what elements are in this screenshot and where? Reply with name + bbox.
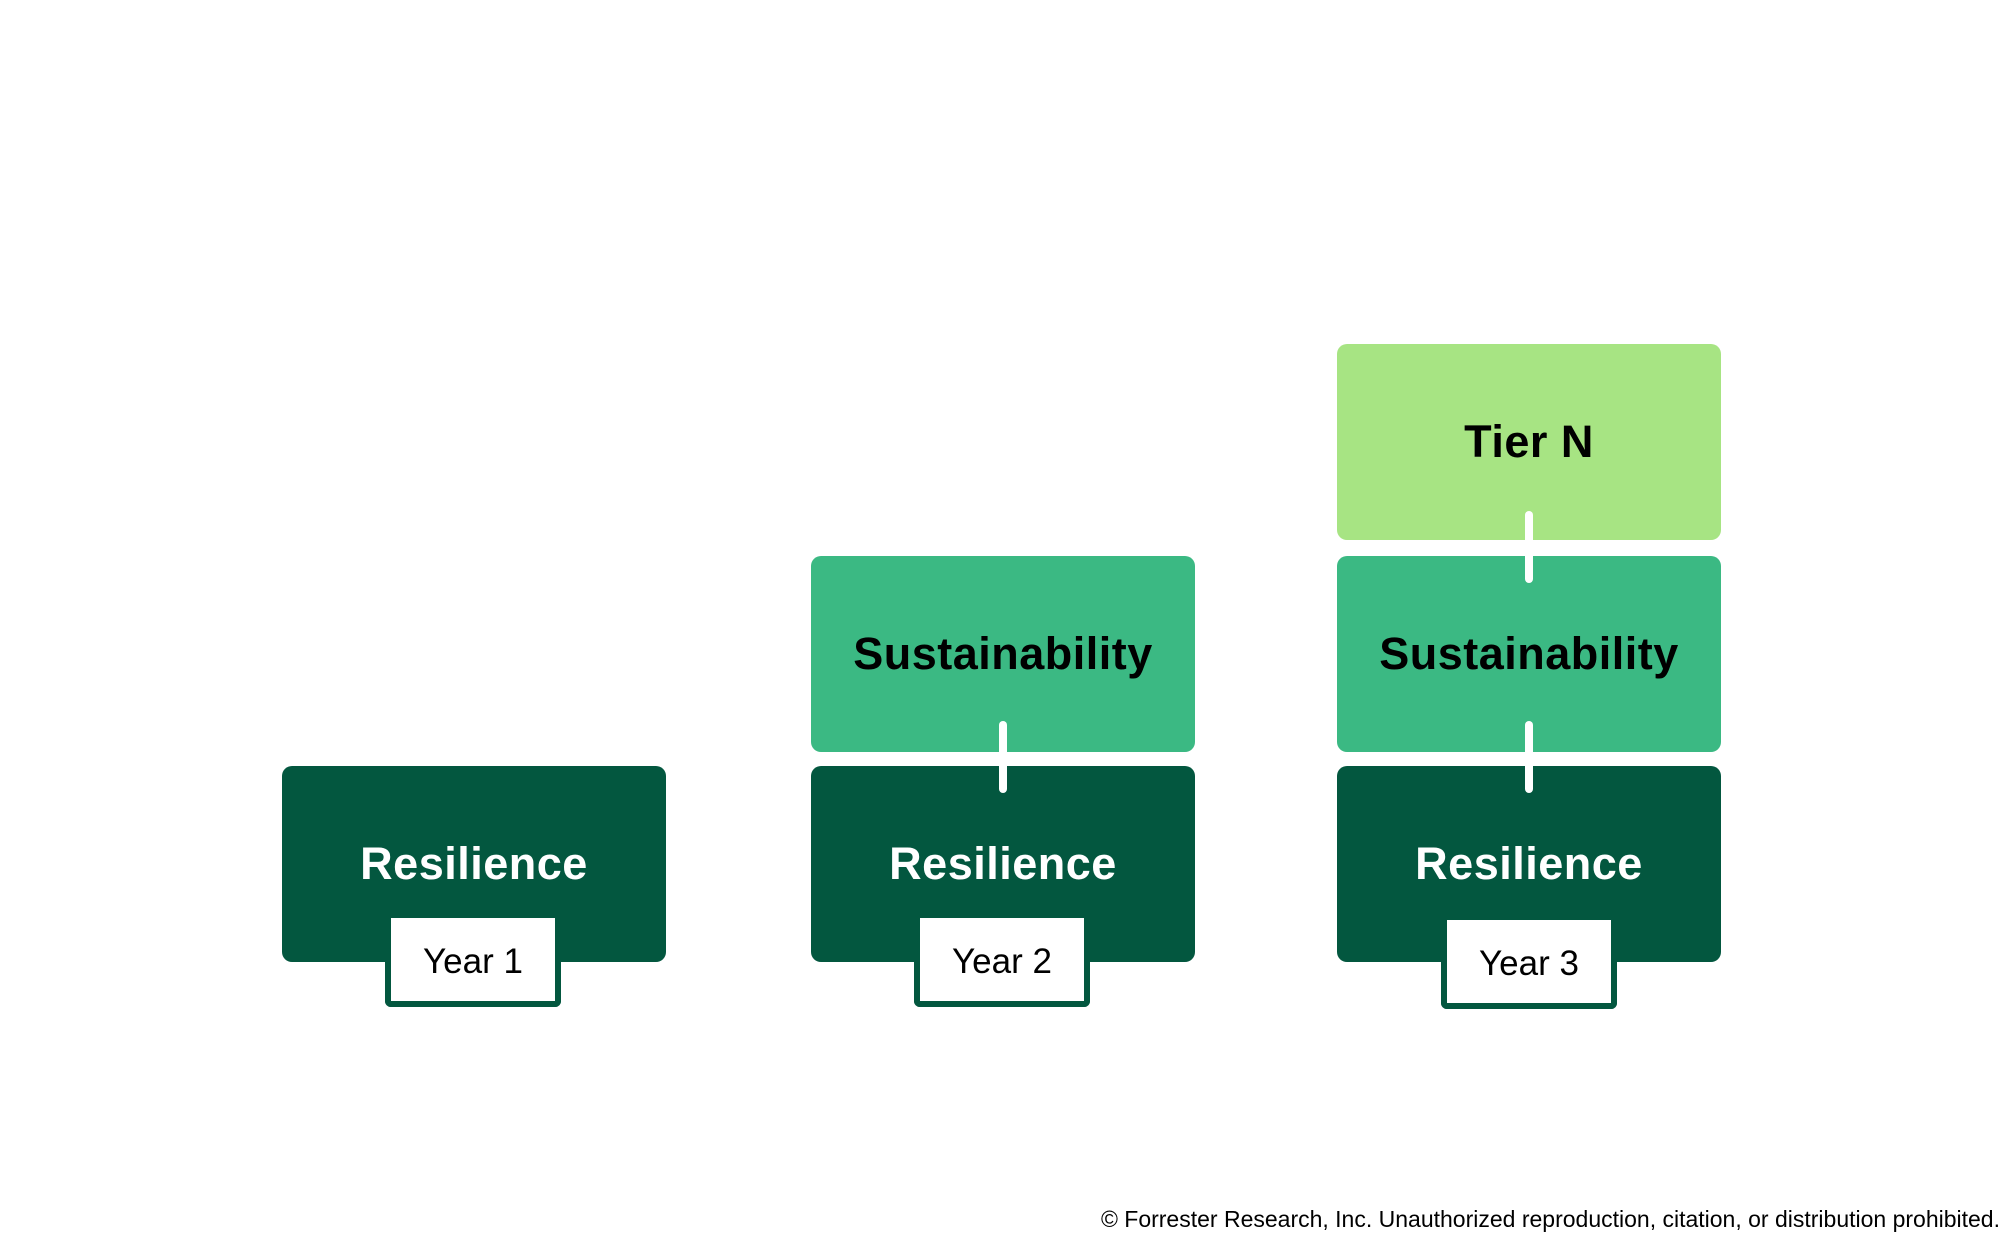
year-1-tag: Year 1 — [385, 918, 561, 1007]
sustainability-block-year-2: Sustainability — [811, 556, 1195, 752]
year-2-label: Year 2 — [952, 941, 1052, 981]
year-3-tag: Year 3 — [1441, 920, 1617, 1009]
connector-line — [1525, 511, 1533, 583]
connector-line — [1525, 721, 1533, 793]
connector-line — [999, 721, 1007, 793]
sustainability-block-year-3: Sustainability — [1337, 556, 1721, 752]
resilience-label: Resilience — [1415, 838, 1643, 889]
tier-n-label: Tier N — [1464, 416, 1594, 467]
year-2-tag: Year 2 — [914, 918, 1090, 1007]
tier-n-block-year-3: Tier N — [1337, 344, 1721, 540]
resilience-block-year-3: Resilience — [1337, 766, 1721, 962]
sustainability-label: Sustainability — [1379, 628, 1679, 679]
sustainability-label: Sustainability — [853, 628, 1153, 679]
resilience-label: Resilience — [889, 838, 1117, 889]
year-1-label: Year 1 — [423, 941, 523, 981]
copyright-footer: © Forrester Research, Inc. Unauthorized … — [1100, 1206, 2000, 1232]
year-3-label: Year 3 — [1479, 943, 1579, 983]
resilience-label: Resilience — [360, 838, 588, 889]
